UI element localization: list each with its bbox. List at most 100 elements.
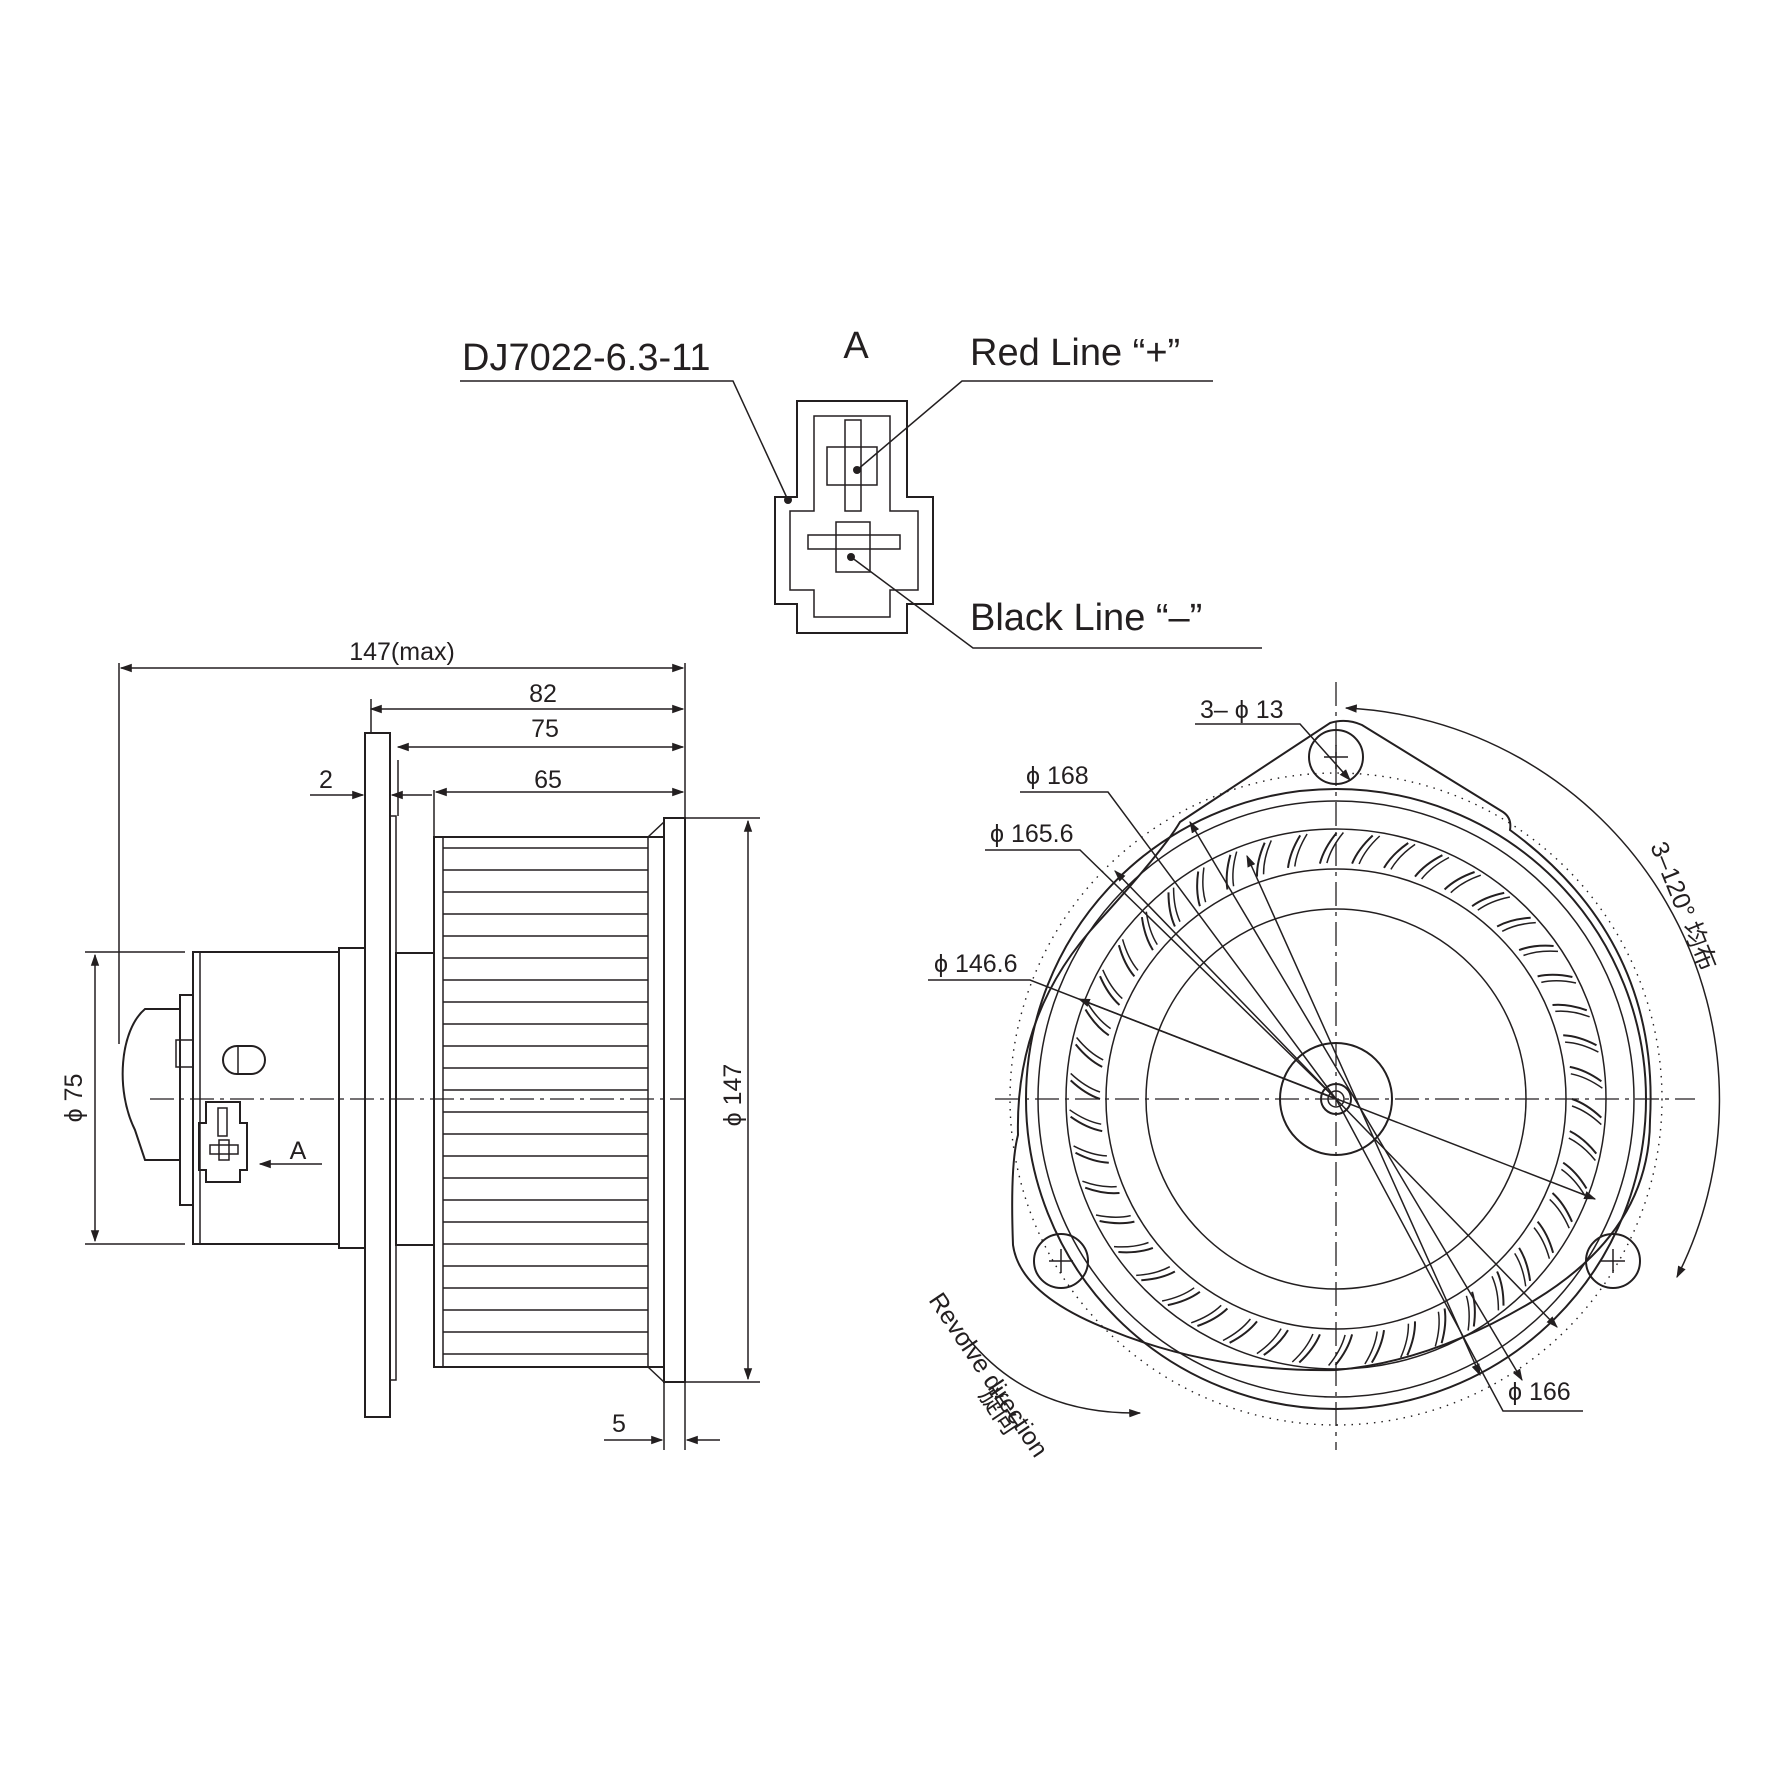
front-wheel-blade [1099,975,1121,1006]
connector-detail-view: A DJ7022-6.3-11 Red Line “+” Black Line … [460,325,1262,649]
front-wheel-blade [1197,1307,1229,1327]
front-wheel-blade-edge [1082,1180,1117,1188]
part-number-label: DJ7022-6.3-11 [462,337,711,379]
front-wheel-blade-edge [1358,835,1381,865]
front-wheel-blade [1537,973,1573,978]
front-wheel-blade-edge [1121,939,1139,971]
motor-tab [175,1039,194,1068]
front-wheel-blade-edge [1102,969,1123,1000]
dim-75-value: 75 [531,715,559,743]
front-wheel-blade-edge [1570,1073,1603,1089]
front-wheel-blade [1084,1186,1120,1195]
front-wheel-blade [1518,944,1554,952]
front-wheel-blade-edge [1326,832,1344,864]
negative-terminal-blade [807,534,901,550]
front-wheel-blade-edge [1069,1109,1102,1125]
front-wheel-blade-edge [1465,1295,1470,1331]
front-wheel-blade [1298,1334,1321,1364]
front-wheel-blade-edge [1523,950,1559,957]
front-wheel-blade-edge [1549,1198,1570,1229]
front-wheel-blade [1099,1220,1135,1225]
front-wheel-blade [1562,1161,1588,1190]
front-wheel-blade-edge [1421,856,1450,880]
dim-motor-dia-value: ϕ 75 [60,1074,88,1123]
front-wheel-blade-edge [1491,1275,1500,1311]
front-wheel-blade-edge [1450,874,1482,894]
holes-leader [1195,723,1351,781]
end-cap-rim [179,994,194,1206]
front-wheel-blade-edge [1190,1304,1222,1324]
dim-2-value: 2 [319,766,333,794]
front-wheel-blade-edge [1541,980,1577,984]
front-wheel-blade-edge [1400,1323,1410,1358]
black-line-leader [850,556,1262,649]
motor-body [192,951,340,1245]
revolve-direction-label: Revolve direction [923,1288,1053,1463]
dim-wheel-dia-value: ϕ 147 [719,1064,747,1127]
front-wheel-blade [1118,1246,1154,1254]
front-wheel-blade-edge [1262,840,1272,875]
dim-5-value: 5 [612,1410,626,1438]
front-wheel-blade-edge [1172,887,1181,923]
front-wheel-blade-edge [1222,1318,1251,1342]
front-wheel-blade-edge [1555,1010,1590,1018]
front-wheel-blade [1569,1130,1598,1155]
front-wheel-blade-edge [1434,1311,1440,1347]
connector-housing-inner [789,415,919,618]
negative-terminal-housing [835,521,871,573]
side-view: A 147(max) 82 75 [60,638,760,1450]
front-wheel-blade-edge [1291,1333,1314,1363]
part-number-leader [460,380,788,499]
front-wheel-blade-edge [1294,833,1308,867]
front-wheel-blade-edge [1136,1266,1171,1277]
view-a-title: A [843,325,869,367]
front-wheel-blade [1551,1192,1573,1223]
end-cap [121,1008,180,1161]
angle-label: 3–120° 均布 [1644,838,1721,975]
mounting-flange [364,732,391,1418]
front-wheel-blade [1443,871,1475,891]
dim-82-value: 82 [529,680,557,708]
front-wheel-blade-edge [1533,1227,1551,1259]
front-wheel-blade [1084,1008,1110,1037]
front-wheel-blade-edge [1232,851,1238,887]
front-wheel-blade-edge [1390,843,1416,870]
connector-housing [774,400,934,634]
red-line-label: Red Line “+” [970,332,1180,374]
d146-6-value: ϕ 146.6 [934,950,1018,978]
side-connector [198,1101,248,1183]
front-wheel-blade [1496,916,1531,928]
blower-wheel-side [433,820,665,1384]
front-wheel-blade [1383,842,1409,869]
front-wheel-blade-edge [1560,1168,1586,1196]
d166-value: ϕ 166 [1508,1378,1571,1406]
front-wheel-blade-edge [1095,1214,1131,1218]
angle-arc [1344,704,1721,1279]
mounting-hole-left [1033,1233,1089,1289]
dim-overall-value: 147(max) [349,638,455,666]
front-wheel-blade-edge [1328,1334,1346,1366]
front-wheel-blade [1440,1308,1447,1344]
front-wheel-blade-edge [1202,867,1207,903]
front-wheel-blade-edge [1364,1331,1378,1365]
black-line-label: Black Line “–” [970,597,1202,639]
part-number-leader-dot [784,496,792,504]
view-a-arrow-label: A [290,1137,307,1165]
front-wheel-blade [1414,854,1443,878]
wheel-blade-lines [443,847,648,1355]
positive-terminal-housing [826,446,878,486]
front-wheel-blade-edge [1501,921,1536,932]
front-wheel-blade [1141,1270,1176,1282]
motor-collar [338,947,366,1249]
front-wheel-blade-edge [1070,1072,1101,1093]
front-wheel-blade [1552,1003,1588,1012]
positive-terminal-blade [844,419,862,512]
d168-value: ϕ 168 [1026,762,1089,790]
front-wheel-blade [1263,1329,1289,1356]
front-wheel-blade [1196,871,1201,907]
dim-65-value: 65 [534,766,562,794]
oval-fitting [222,1045,266,1075]
front-wheel-blade-edge [1113,1241,1149,1248]
holes-dim-value: 3– ϕ 13 [1200,696,1284,724]
